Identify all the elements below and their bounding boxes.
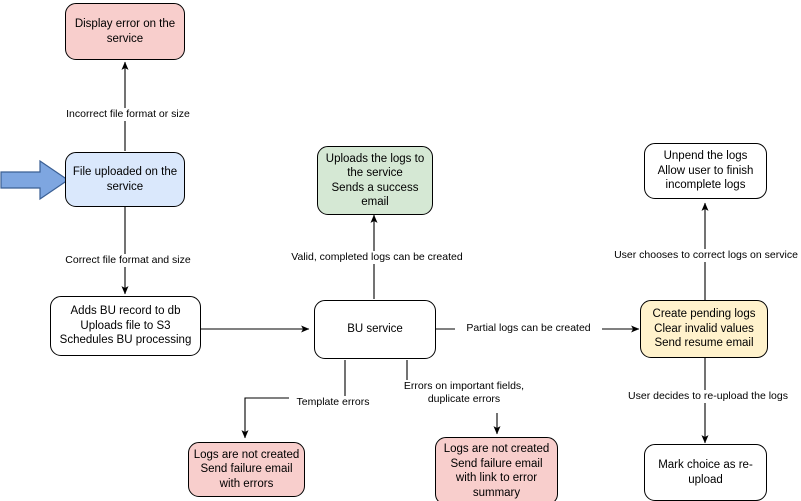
edge-label-user-corrects: User chooses to correct logs on service: [606, 249, 801, 262]
node-logs-not-created-fields[interactable]: Logs are not created Send failure email …: [435, 437, 558, 501]
node-file-uploaded[interactable]: File uploaded on the service: [65, 152, 185, 207]
input-block-arrow-icon: [0, 159, 70, 201]
edge-label-template-errors: Template errors: [289, 396, 377, 409]
node-display-error[interactable]: Display error on the service: [65, 3, 185, 60]
node-logs-not-created-template[interactable]: Logs are not created Send failure email …: [188, 442, 305, 497]
node-uploads-logs[interactable]: Uploads the logs to the service Sends a …: [317, 146, 433, 215]
edge-label-important-field-errors: Errors on important fields, duplicate er…: [392, 380, 536, 406]
node-unpend-logs[interactable]: Unpend the logs Allow user to finish inc…: [644, 143, 767, 199]
node-adds-bu-record[interactable]: Adds BU record to db Uploads file to S3 …: [50, 296, 201, 356]
edge-label-user-reupload: User decides to re-upload the logs: [612, 390, 801, 403]
edge-label-partial-logs: Partial logs can be created: [455, 322, 602, 335]
edge-label-incorrect-format: Incorrect file format or size: [55, 108, 201, 121]
edge-label-correct-format: Correct file format and size: [56, 254, 200, 267]
node-bu-service[interactable]: BU service: [314, 300, 436, 359]
edge-label-valid-logs: Valid, completed logs can be created: [282, 251, 472, 264]
node-create-pending-logs[interactable]: Create pending logs Clear invalid values…: [640, 300, 768, 358]
node-mark-reupload[interactable]: Mark choice as re- upload: [644, 444, 767, 501]
